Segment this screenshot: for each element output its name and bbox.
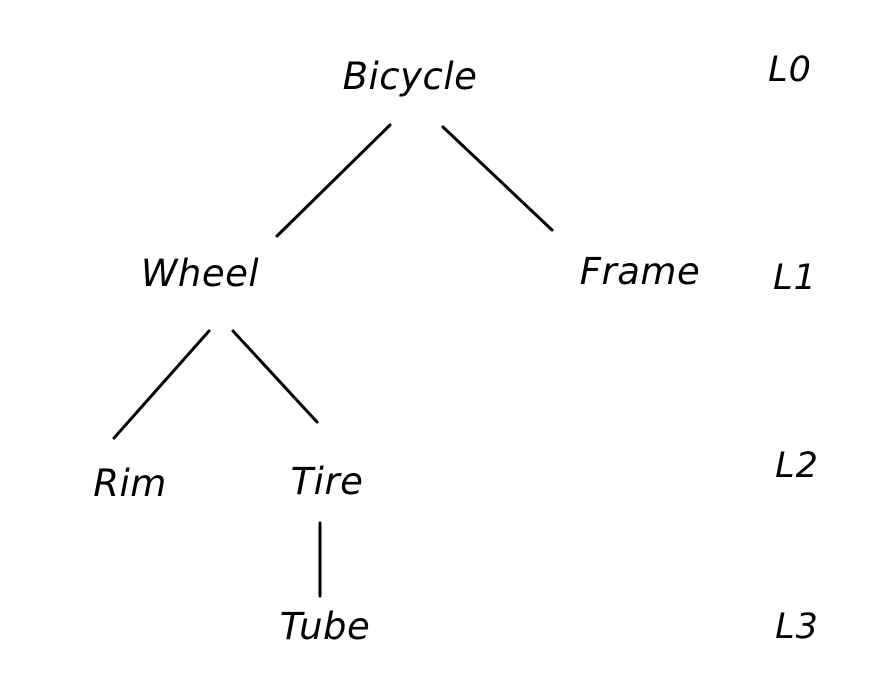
node-bicycle[interactable]: Bicycle bbox=[342, 55, 478, 98]
level-label-l1: L1 bbox=[773, 258, 817, 298]
node-frame[interactable]: Frame bbox=[579, 250, 701, 293]
edge-bicycle-frame bbox=[441, 125, 554, 232]
edge-bicycle-wheel bbox=[275, 123, 392, 238]
node-wheel[interactable]: Wheel bbox=[140, 252, 260, 295]
node-rim[interactable]: Rim bbox=[93, 462, 167, 505]
node-tube[interactable]: Tube bbox=[279, 605, 371, 648]
level-label-l2: L2 bbox=[775, 446, 819, 486]
edge-wheel-rim bbox=[112, 329, 211, 440]
level-label-l3: L3 bbox=[775, 607, 819, 647]
level-label-l0: L0 bbox=[768, 50, 812, 90]
edge-wheel-tire bbox=[231, 329, 319, 424]
node-tire[interactable]: Tire bbox=[290, 460, 364, 503]
